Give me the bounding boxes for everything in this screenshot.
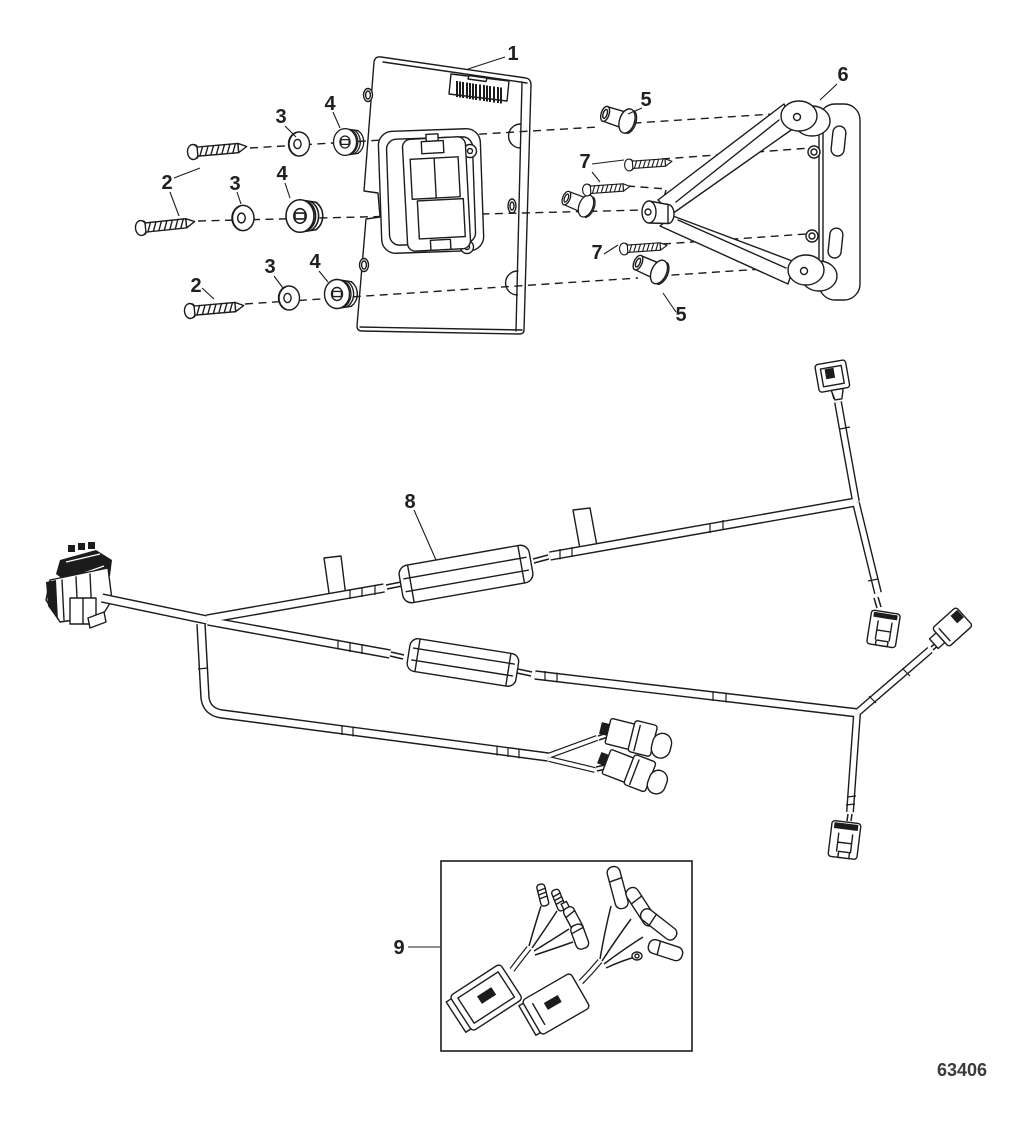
drawing-number: 63406 xyxy=(937,1060,987,1080)
bracket-screw-2 xyxy=(581,180,632,197)
washer-2 xyxy=(231,204,255,232)
callout-9: 9 xyxy=(393,937,404,959)
callout-3c: 3 xyxy=(264,256,275,278)
twin-connector-lower xyxy=(597,749,669,795)
branch-connector-top xyxy=(814,359,851,401)
callout-4c: 4 xyxy=(309,251,321,273)
connector-receptacle xyxy=(377,128,485,255)
sleeve-bushing-top xyxy=(596,100,641,137)
top-assembly-view xyxy=(134,56,861,335)
callout-2b: 2 xyxy=(190,275,201,297)
twin-connector-upper xyxy=(599,717,673,759)
mounting-bracket xyxy=(641,100,861,301)
callout-8: 8 xyxy=(404,491,415,513)
mounting-screw-2 xyxy=(134,214,197,237)
callout-7b: 7 xyxy=(591,242,602,264)
callout-6: 6 xyxy=(837,64,848,86)
branch-connector-right xyxy=(928,607,973,650)
branch-connector-mid xyxy=(866,609,901,649)
mounting-screw-1 xyxy=(186,139,249,161)
connector-kit-inset xyxy=(440,860,693,1052)
harness-main-connector xyxy=(45,542,113,629)
bracket-screw-1 xyxy=(623,155,674,172)
inset-box xyxy=(440,860,693,1052)
pigtail-left xyxy=(445,883,590,1033)
washer-3 xyxy=(277,285,301,311)
branch-connector-bottom xyxy=(827,819,862,860)
callout-labels: 1 2 2 3 3 3 4 4 4 5 5 6 7 7 8 9 xyxy=(161,43,848,959)
callout-3b: 3 xyxy=(229,173,240,195)
cable-tie-tab-2 xyxy=(572,507,598,550)
barcode-label xyxy=(448,73,510,104)
wiring-harness xyxy=(45,359,973,860)
pigtail-right xyxy=(518,865,684,1036)
callout-3a: 3 xyxy=(275,106,286,128)
sleeve-bushing-bottom xyxy=(628,248,674,288)
callout-4b: 4 xyxy=(276,163,288,185)
inline-filter-1 xyxy=(398,544,534,604)
callout-5b: 5 xyxy=(675,304,686,326)
callout-4a: 4 xyxy=(324,93,336,115)
callout-2a: 2 xyxy=(161,172,172,194)
inline-filter-2 xyxy=(406,638,520,687)
callout-1: 1 xyxy=(507,43,518,65)
mounting-screw-3 xyxy=(183,298,246,320)
callout-5a: 5 xyxy=(640,89,651,111)
bracket-screw-3 xyxy=(618,239,669,256)
washer-1 xyxy=(287,131,311,157)
harness-tubing xyxy=(101,390,941,822)
callout-leaders xyxy=(169,56,838,948)
grommet-2 xyxy=(285,198,324,234)
callout-7a: 7 xyxy=(579,151,590,173)
grommet-3 xyxy=(323,278,359,310)
